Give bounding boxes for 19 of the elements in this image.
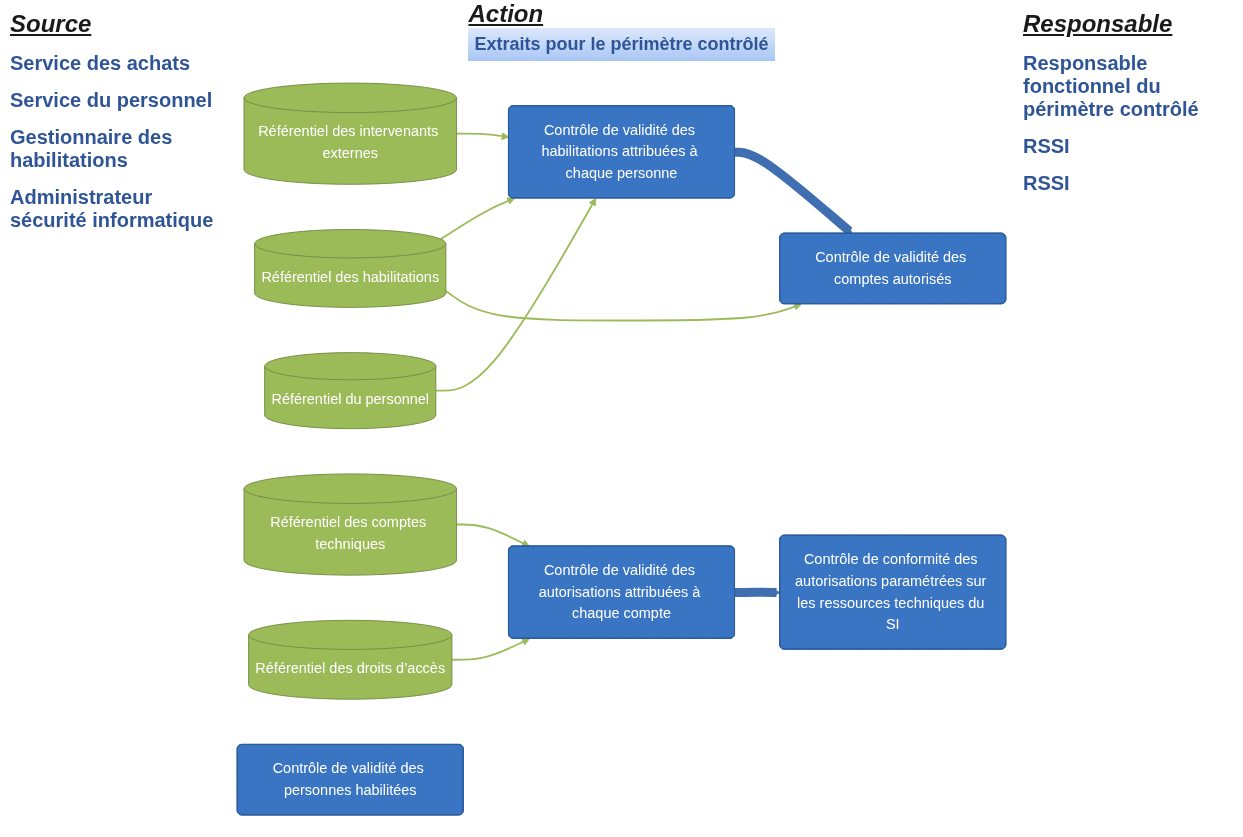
arrow <box>734 587 781 598</box>
column-heading: Responsable <box>1023 10 1174 38</box>
arrow <box>455 523 530 547</box>
arrow <box>434 198 597 392</box>
column-heading: Action <box>468 0 545 28</box>
arrow <box>451 638 530 661</box>
arrow <box>445 290 802 322</box>
arrow <box>734 147 853 235</box>
source-label: Service des achats <box>10 52 192 75</box>
responsible-label: RSSI <box>1023 135 1071 158</box>
responsible-label: Responsable fonctionnel du périmètre contrôlé <box>1023 52 1200 121</box>
source-label: Administrateur sécurité informatique <box>10 186 215 232</box>
arrow <box>439 197 516 241</box>
responsible-label: RSSI <box>1023 172 1071 195</box>
source-label: Gestionnaire des habilitations <box>10 126 174 172</box>
arrow <box>455 132 510 140</box>
column-heading: Source <box>10 10 93 38</box>
source-label: Service du personnel <box>10 89 214 112</box>
band-heading: Extraits pour le périmètre contrôlé <box>468 28 775 61</box>
